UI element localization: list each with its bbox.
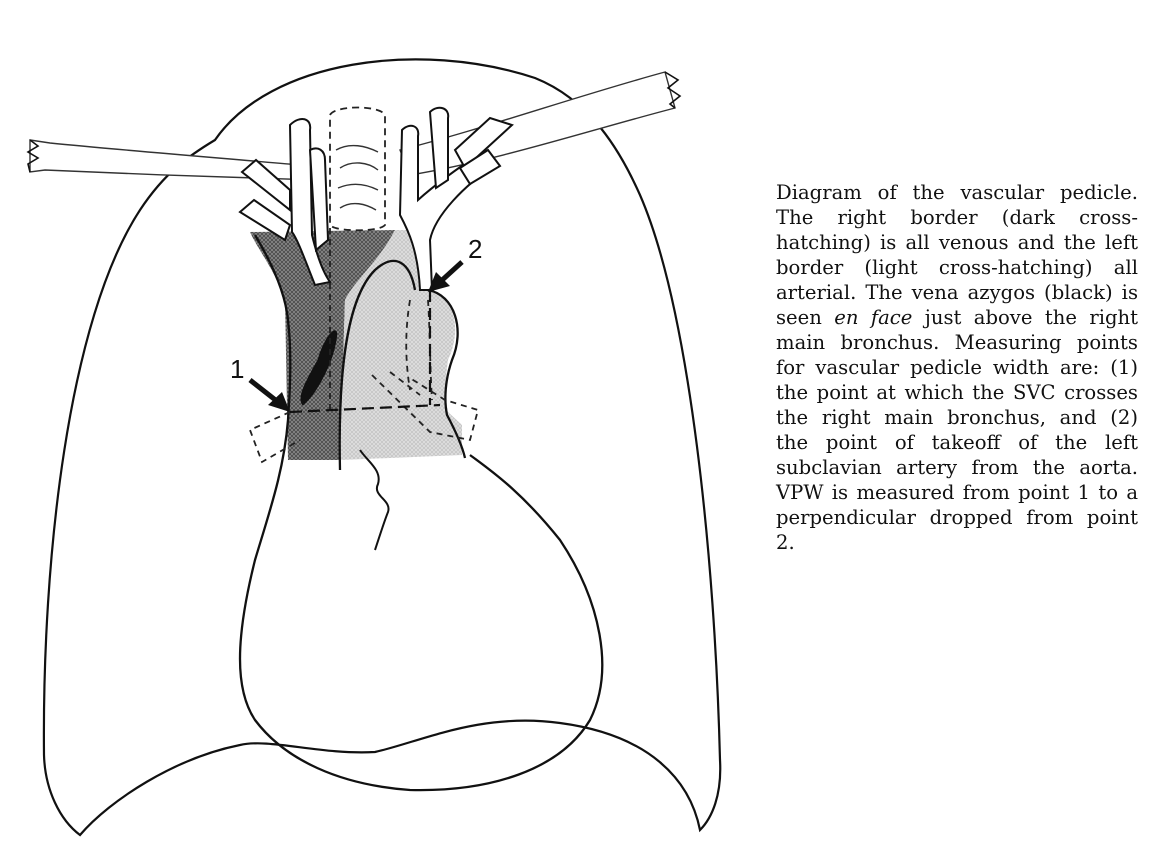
pulmonary-artery-line: [360, 450, 389, 550]
caption-text-2: just above the right main bronchus. Meas…: [776, 306, 1138, 554]
caption-italic: en face: [834, 306, 912, 329]
arrow-point-1: [250, 380, 290, 412]
point-1-label: 1: [230, 354, 244, 384]
figure-caption: Diagram of the vascular pedicle. The rig…: [776, 180, 1138, 555]
arrow-point-2: [428, 262, 462, 292]
vascular-pedicle-diagram: 1 2: [0, 0, 760, 866]
point-2-label: 2: [468, 234, 482, 264]
